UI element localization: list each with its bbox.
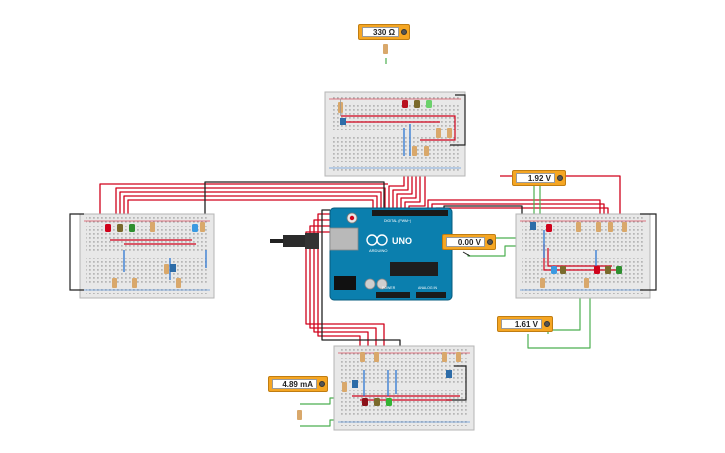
resistor[interactable] bbox=[164, 264, 169, 274]
resistor[interactable] bbox=[608, 222, 613, 232]
voltmeter-center[interactable]: 0.00 V bbox=[442, 234, 496, 250]
capacitor bbox=[364, 278, 376, 290]
power-label: POWER bbox=[382, 286, 396, 290]
breadboard-top[interactable] bbox=[324, 91, 466, 177]
digital-header[interactable] bbox=[372, 210, 448, 216]
arduino-model-label: UNO bbox=[392, 236, 412, 246]
led-red[interactable] bbox=[362, 398, 368, 406]
voltmeter-right-bottom[interactable]: 1.61 V bbox=[497, 316, 553, 332]
resistor[interactable] bbox=[150, 222, 155, 232]
potentiometer[interactable] bbox=[352, 380, 358, 388]
power-jack bbox=[334, 276, 356, 290]
led-yellow[interactable] bbox=[605, 266, 611, 274]
led-green[interactable] bbox=[616, 266, 622, 274]
led-green[interactable] bbox=[426, 100, 432, 108]
meter-knob-icon[interactable] bbox=[487, 239, 493, 245]
resistor[interactable] bbox=[456, 352, 461, 362]
led-blue[interactable] bbox=[551, 266, 557, 274]
voltmeter-right-top[interactable]: 1.92 V bbox=[512, 170, 566, 186]
led-green[interactable] bbox=[386, 398, 392, 406]
resistor[interactable] bbox=[112, 278, 117, 288]
potentiometer[interactable] bbox=[340, 118, 346, 125]
probe-resistor[interactable] bbox=[297, 410, 302, 420]
arduino-logo bbox=[366, 234, 388, 246]
resistor[interactable] bbox=[342, 382, 347, 392]
led-red[interactable] bbox=[402, 100, 408, 108]
resistor[interactable] bbox=[622, 222, 627, 232]
potentiometer[interactable] bbox=[530, 222, 536, 230]
ammeter-bottom[interactable]: 4.89 mA bbox=[268, 376, 328, 392]
meter-knob-icon[interactable] bbox=[557, 175, 563, 181]
resistor[interactable] bbox=[584, 278, 589, 288]
potentiometer[interactable] bbox=[446, 370, 452, 378]
voltage-readout: 0.00 V bbox=[446, 237, 485, 247]
led-yellow[interactable] bbox=[117, 224, 123, 232]
voltage-readout: 1.92 V bbox=[516, 173, 555, 183]
resistance-readout: 330 Ω bbox=[362, 27, 399, 37]
resistor[interactable] bbox=[176, 278, 181, 288]
led-blue[interactable] bbox=[192, 224, 198, 232]
resistor[interactable] bbox=[447, 128, 452, 138]
resistor[interactable] bbox=[200, 222, 205, 232]
potentiometer[interactable] bbox=[170, 264, 176, 272]
meter-probes bbox=[297, 44, 471, 420]
atmega-chip bbox=[390, 262, 438, 276]
led-red[interactable] bbox=[105, 224, 111, 232]
capacitor bbox=[376, 278, 388, 290]
led-red[interactable] bbox=[594, 266, 600, 274]
meter-knob-icon[interactable] bbox=[401, 29, 407, 35]
resistor[interactable] bbox=[360, 352, 365, 362]
inspected-resistor[interactable] bbox=[383, 44, 388, 54]
analog-header[interactable] bbox=[416, 292, 446, 298]
led-green[interactable] bbox=[129, 224, 135, 232]
breadboard-bottom[interactable] bbox=[333, 345, 475, 431]
meter-knob-icon[interactable] bbox=[544, 321, 550, 327]
led-yellow[interactable] bbox=[414, 100, 420, 108]
voltage-readout: 1.61 V bbox=[501, 319, 542, 329]
meter-knob-icon[interactable] bbox=[319, 381, 325, 387]
resistor[interactable] bbox=[442, 352, 447, 362]
resistor[interactable] bbox=[596, 222, 601, 232]
resistor[interactable] bbox=[338, 99, 343, 116]
resistor[interactable] bbox=[412, 146, 417, 156]
led-yellow[interactable] bbox=[374, 398, 380, 406]
usb-port bbox=[329, 227, 359, 251]
digital-header-label: DIGITAL (PWM~) bbox=[384, 219, 411, 223]
resistor-value-meter[interactable]: 330 Ω bbox=[358, 24, 410, 40]
resistor[interactable] bbox=[132, 278, 137, 288]
power-header[interactable] bbox=[376, 292, 410, 298]
wire-left-black[interactable] bbox=[204, 181, 385, 214]
resistor[interactable] bbox=[424, 146, 429, 156]
wire-bundle-bottom-red[interactable] bbox=[305, 213, 385, 358]
arduino-uno[interactable]: ARDUINO UNO DIGITAL (PWM~) POWER ANALOG … bbox=[270, 207, 453, 301]
resistor[interactable] bbox=[436, 128, 441, 138]
breadboard-right[interactable] bbox=[515, 213, 657, 299]
led-red[interactable] bbox=[546, 224, 552, 232]
usb-cable[interactable] bbox=[270, 233, 319, 249]
resistor[interactable] bbox=[576, 222, 581, 232]
current-readout: 4.89 mA bbox=[272, 379, 317, 389]
resistor[interactable] bbox=[374, 352, 379, 362]
arduino-brand-label: ARDUINO bbox=[369, 248, 387, 253]
resistor[interactable] bbox=[540, 278, 545, 288]
analog-label: ANALOG IN bbox=[418, 286, 438, 290]
breadboard-left[interactable] bbox=[69, 213, 215, 299]
led-yellow[interactable] bbox=[560, 266, 566, 274]
